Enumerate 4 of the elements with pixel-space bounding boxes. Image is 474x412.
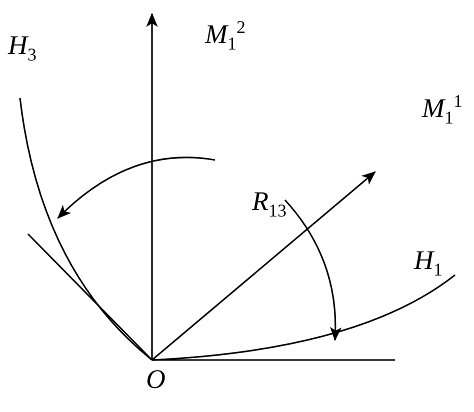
math-label: O: [146, 366, 166, 393]
math-label: H$_{1}$: [414, 247, 442, 278]
math-label: R$_{13}$: [252, 188, 286, 220]
math-label: H$_{3}$: [8, 32, 36, 64]
